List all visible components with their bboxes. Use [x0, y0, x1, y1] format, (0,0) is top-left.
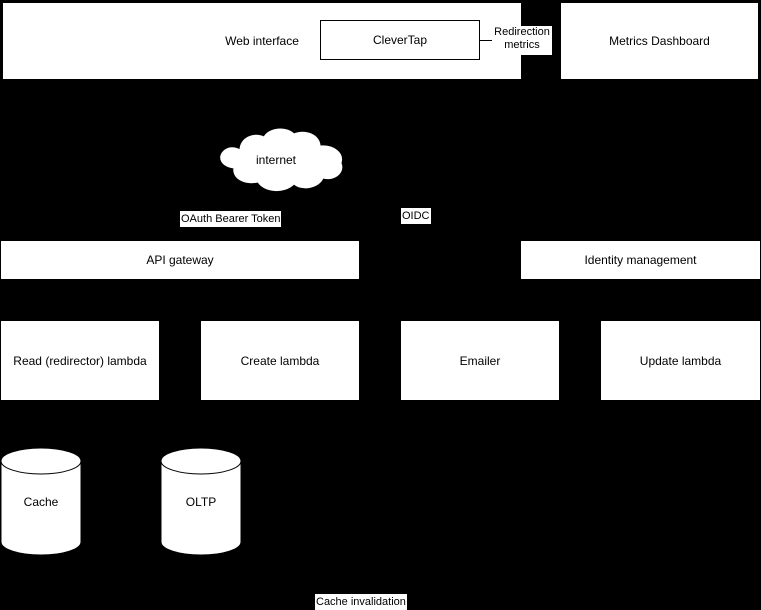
node-read-redirector-lambda-label: Read (redirector) lambda: [13, 353, 147, 368]
node-cache-label: Cache: [23, 494, 59, 509]
node-internet-cloud[interactable]: internet: [206, 126, 346, 194]
edge-label-cache-invalidation: Cache invalidation: [315, 594, 407, 610]
node-read-redirector-lambda[interactable]: Read (redirector) lambda: [0, 320, 160, 401]
node-web-interface-label: Web interface: [225, 34, 299, 48]
cloud-icon: [220, 128, 343, 191]
cylinder-icon: [0, 447, 82, 556]
cylinder-icon: [160, 447, 242, 556]
node-create-lambda[interactable]: Create lambda: [200, 320, 360, 401]
node-emailer[interactable]: Emailer: [400, 320, 560, 401]
node-internet-label: internet: [255, 153, 297, 167]
node-update-lambda-label: Update lambda: [639, 353, 722, 368]
node-update-lambda[interactable]: Update lambda: [600, 320, 761, 401]
node-clevertap-label: CleverTap: [372, 33, 428, 47]
node-api-gateway[interactable]: API gateway: [0, 240, 360, 280]
edge-label-oauth-bearer-token: OAuth Bearer Token: [180, 211, 282, 227]
node-oltp-datastore[interactable]: OLTP: [160, 447, 242, 556]
node-clevertap[interactable]: CleverTap: [320, 20, 480, 60]
edge-label-redirection-metrics: Redirection metrics: [492, 26, 552, 55]
node-create-lambda-label: Create lambda: [240, 353, 320, 368]
node-cache-datastore[interactable]: Cache: [0, 447, 82, 556]
node-metrics-dashboard-label: Metrics Dashboard: [609, 34, 710, 48]
edge-clevertap-to-redirection-metrics: [480, 40, 494, 41]
node-emailer-label: Emailer: [459, 353, 501, 368]
node-metrics-dashboard[interactable]: Metrics Dashboard: [560, 2, 759, 80]
node-api-gateway-label: API gateway: [146, 253, 214, 267]
node-oltp-label: OLTP: [185, 494, 217, 509]
node-identity-management-label: Identity management: [584, 253, 697, 267]
node-identity-management[interactable]: Identity management: [520, 240, 761, 280]
edge-label-oidc: OIDC: [401, 208, 431, 224]
